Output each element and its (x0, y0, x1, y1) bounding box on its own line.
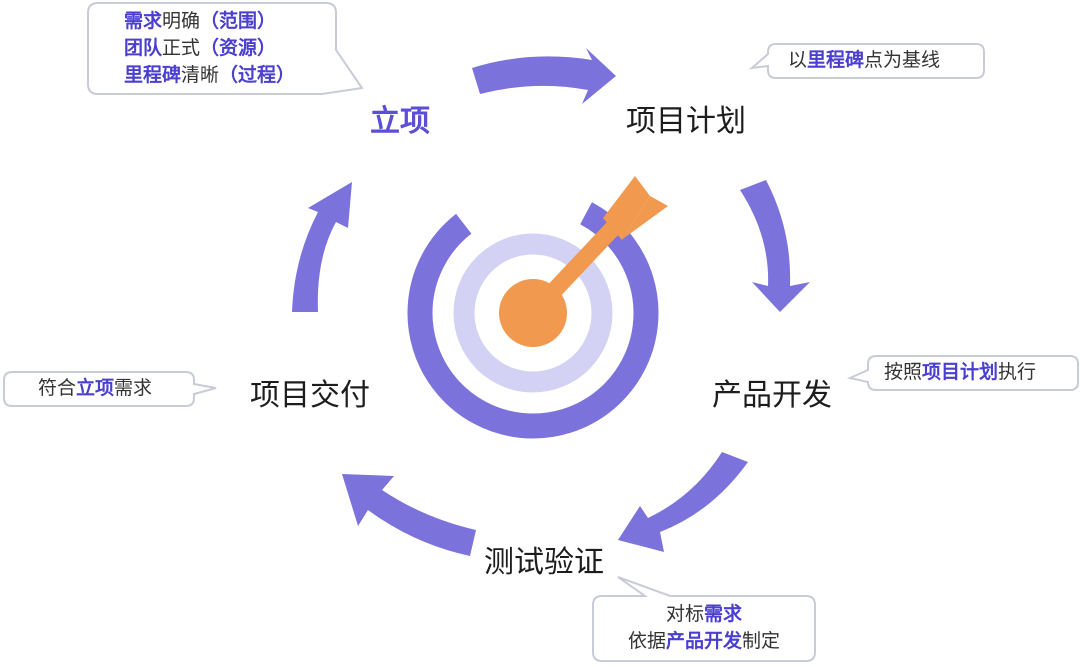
cycle-arrow-deliver-to-lixiang (292, 182, 352, 312)
callout-line: 里程碑清晰（过程） (124, 64, 296, 86)
dart-icon (499, 176, 668, 347)
stage-product-development: 产品开发 (712, 378, 832, 413)
callout-text-lixiang: 需求明确（范围） 团队正式（资源） 里程碑清晰（过程） (124, 8, 295, 89)
target-icon (407, 187, 659, 439)
stage-lixiang: 立项 (370, 104, 430, 139)
stage-project-plan: 项目计划 (626, 104, 746, 139)
callout-text-deliver: 符合立项需求 (38, 377, 153, 399)
callout-bubble-test (592, 576, 816, 662)
cycle-arrow-lixiang-to-plan (472, 48, 616, 104)
cycle-arrow-plan-to-dev (740, 180, 810, 312)
cycle-arrow-test-to-deliver (342, 474, 476, 556)
cycle-arrow-dev-to-test (618, 452, 748, 552)
callout-line: 需求明确（范围） (124, 10, 277, 32)
callout-text-dev: 按照项目计划执行 (884, 361, 1037, 383)
callout-bubble-deliver (3, 371, 217, 407)
callout-bubble-plan (748, 43, 985, 79)
callout-text-plan: 以里程碑点为基线 (788, 49, 941, 71)
stage-project-delivery: 项目交付 (250, 378, 370, 413)
callout-bubble-lixiang (87, 2, 364, 95)
callout-text-test: 对标需求 依据产品开发制定 (598, 601, 810, 655)
callout-bubble-dev (846, 355, 1079, 391)
callout-line: 团队正式（资源） (124, 37, 277, 59)
callout-line: 依据产品开发制定 (627, 630, 781, 652)
callout-line: 对标需求 (665, 603, 743, 625)
stage-test-verification: 测试验证 (484, 545, 604, 580)
